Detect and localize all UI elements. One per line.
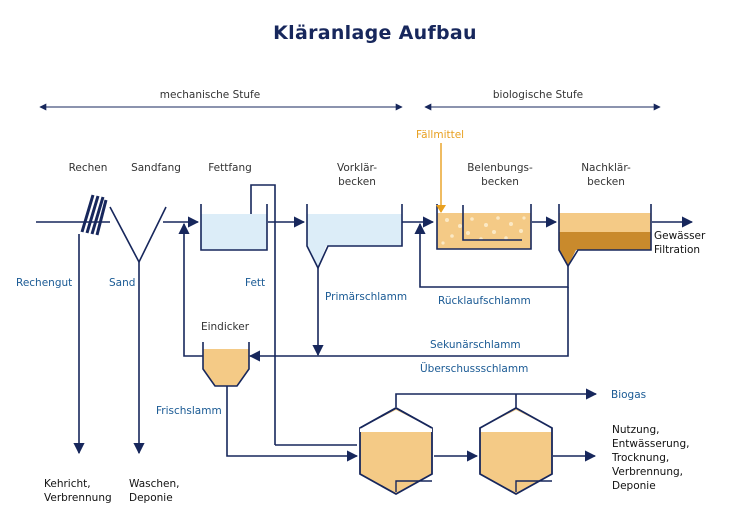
sandfang-funnel — [109, 206, 167, 264]
digester-2 — [479, 406, 553, 496]
nachklaerbecken-basin — [558, 204, 652, 268]
digester-1 — [359, 406, 433, 496]
stream-label-fett: Fett — [245, 277, 266, 289]
unit-label-sandfang: Sandfang — [131, 162, 181, 174]
stream-label-rechengut: Rechengut — [16, 277, 73, 289]
eindicker-thickener — [202, 342, 250, 387]
stream-label-ueberschussschlamm: Überschussschlamm — [420, 363, 529, 375]
vorklaerbecken-basin — [306, 204, 403, 270]
unit-label-nachklaerbecken: Nachklär- becken — [581, 162, 631, 188]
stream-label-sekundaerschlamm: Sekunärschlamm — [430, 339, 521, 351]
stream-label-primaerschlamm: Primärschlamm — [325, 291, 408, 303]
unit-label-rechen: Rechen — [68, 162, 108, 174]
stage-label-biological: biologische Stufe — [492, 89, 584, 101]
output-label-waschen: Waschen, Deponie — [129, 478, 180, 504]
output-label-kehricht: Kehricht, Verbrennung — [44, 478, 112, 504]
stream-label-biogas: Biogas — [611, 389, 647, 401]
stream-label-sand: Sand — [109, 277, 136, 289]
unit-label-belebungsbecken: Belenbungs- becken — [467, 162, 533, 188]
page-title: Kläranlage Aufbau — [273, 22, 477, 44]
faellmittel-dosing-arrow — [436, 143, 446, 213]
fettfang-basin — [200, 184, 276, 445]
unit-label-fettfang: Fettfang — [208, 162, 252, 174]
rechen-screen — [80, 194, 108, 236]
stream-label-ruecklaufschlamm: Rücklaufschlamm — [438, 295, 531, 307]
output-label-nutzung: Nutzung, Entwässerung, Trocknung, Verbre… — [612, 424, 690, 492]
stream-label-gewaesser: Gewässer Filtration — [654, 230, 706, 256]
unit-label-vorklaerbecken: Vorklär- becken — [337, 162, 377, 188]
stage-label-mechanical: mechanische Stufe — [159, 89, 261, 101]
residue-lines — [73, 222, 598, 462]
stream-label-frischslamm: Frischslamm — [156, 405, 222, 417]
belebungsbecken-basin — [436, 204, 532, 250]
unit-label-eindicker: Eindicker — [200, 321, 250, 333]
stream-label-faellmittel: Fällmittel — [416, 129, 465, 141]
